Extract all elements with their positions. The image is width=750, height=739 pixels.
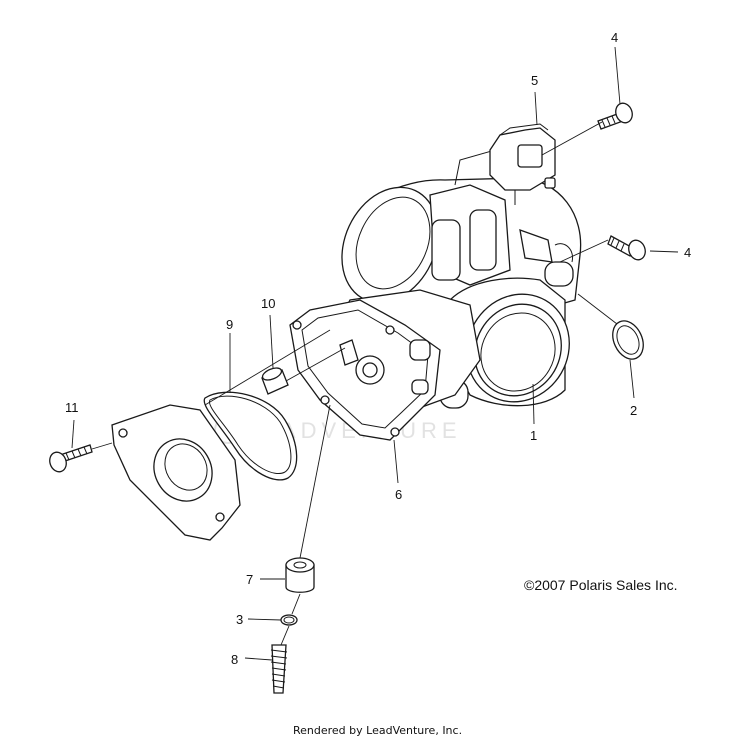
callout-9: 9 [226, 317, 233, 332]
gasket-part-9[interactable] [111, 404, 241, 541]
callout-11: 11 [65, 400, 79, 415]
screw-part-8[interactable] [270, 644, 288, 694]
screw-part-4-top[interactable] [597, 101, 635, 130]
callout-5: 5 [531, 73, 538, 88]
copyright-notice: ©2007 Polaris Sales Inc. [524, 577, 678, 593]
pin-part-10[interactable] [261, 366, 289, 395]
callout-10: 10 [261, 296, 275, 311]
callouts: 1 2 3 4 4 5 6 7 8 9 10 11 [65, 30, 691, 667]
spacer-part-7[interactable] [285, 557, 315, 593]
callout-6: 6 [395, 487, 402, 502]
callout-4-top: 4 [611, 30, 618, 45]
seal-ring[interactable] [203, 391, 298, 481]
footer-credit: Rendered by LeadVenture, Inc. [293, 724, 462, 737]
callout-2: 2 [630, 403, 637, 418]
callout-7: 7 [246, 572, 253, 587]
cover-part-6[interactable] [289, 299, 441, 441]
sensor-part-5[interactable] [489, 123, 556, 191]
leader-lines [71, 46, 679, 661]
callout-8: 8 [231, 652, 238, 667]
screw-part-4-right[interactable] [607, 235, 648, 262]
o-ring-part-3[interactable] [280, 614, 298, 626]
o-ring-part-2[interactable] [607, 316, 649, 364]
callout-3: 3 [236, 612, 243, 627]
screw-part-11[interactable] [47, 444, 93, 474]
callout-1: 1 [530, 428, 537, 443]
callout-4-right: 4 [684, 245, 691, 260]
